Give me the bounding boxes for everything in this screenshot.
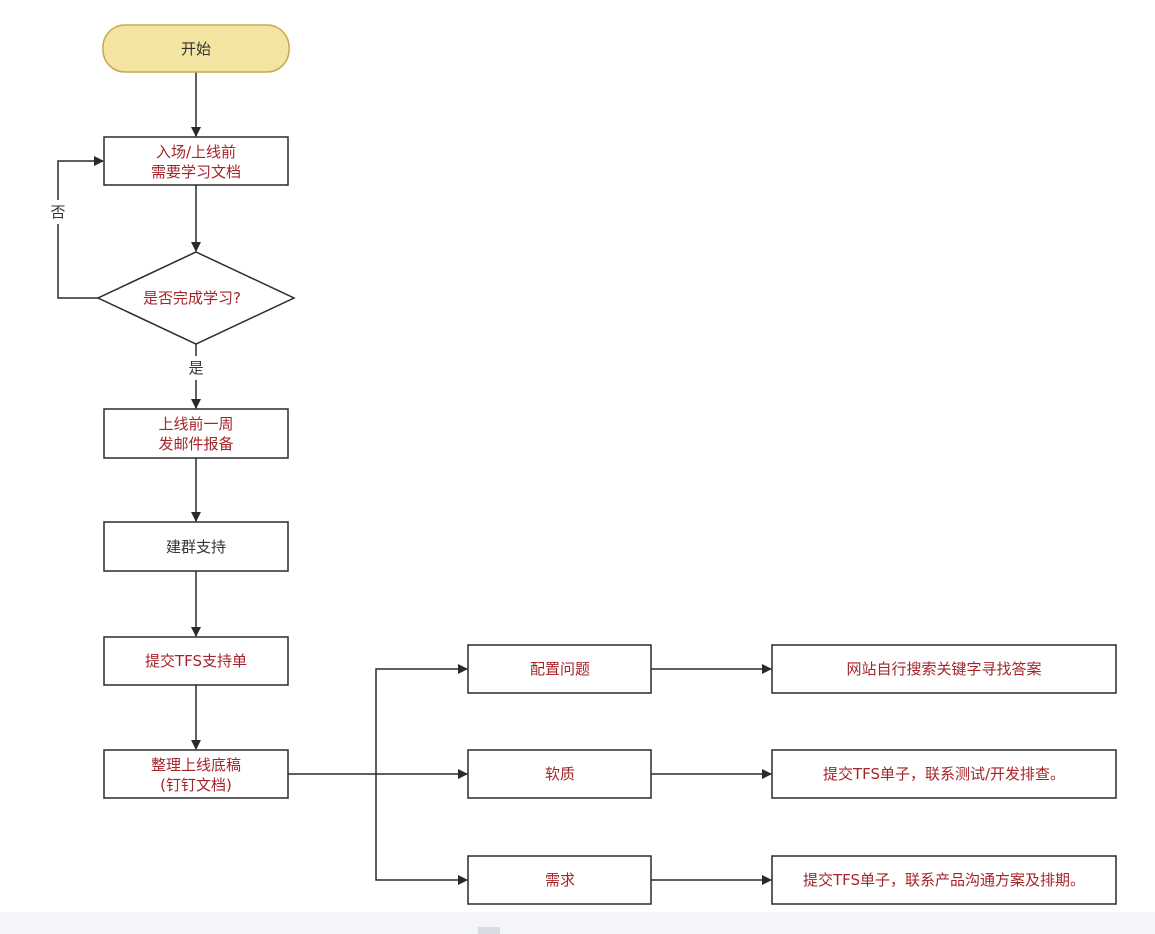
requirement-solution-node — [771, 855, 1117, 905]
quality-solution-node — [771, 749, 1117, 799]
edge-label-yes: 是 — [188, 359, 203, 377]
no-label-bg — [48, 200, 68, 224]
bottom-toolbar-strip — [0, 912, 1155, 934]
config-issue-label: 配置问题 — [530, 660, 590, 678]
study-docs-node — [103, 136, 289, 186]
start-node — [102, 24, 290, 73]
software-quality-label: 软质 — [545, 765, 575, 783]
edge-label-no: 否 — [50, 203, 65, 221]
requirement-node — [467, 855, 652, 905]
config-issue-node — [467, 644, 652, 694]
requirement-label: 需求 — [545, 871, 575, 889]
build-group-label: 建群支持 — [166, 538, 226, 556]
email-report-line-2: 发邮件报备 — [158, 435, 233, 453]
yes-label-bg — [185, 356, 207, 380]
bottom-toolbar-handle — [478, 927, 500, 934]
organize-draft-line-2: (钉钉文档) — [160, 776, 232, 794]
edges — [57, 72, 772, 885]
edge-branch-to-config — [375, 664, 468, 774]
build-group-node — [103, 521, 289, 572]
edge-branch-to-requirement — [375, 774, 468, 885]
software-quality-node — [467, 749, 652, 799]
edge-decision-no-loop — [57, 156, 104, 299]
config-solution-node — [771, 644, 1117, 694]
decision-node — [96, 251, 296, 345]
requirement-solution-label: 提交TFS单子，联系产品沟通方案及排期。 — [803, 871, 1085, 889]
config-solution-label: 网站自行搜索关键字寻找答案 — [846, 660, 1041, 678]
submit-tfs-label: 提交TFS支持单 — [145, 652, 247, 670]
email-report-node — [103, 408, 289, 459]
organize-draft-node — [103, 749, 289, 799]
email-report-line-1: 上线前一周 — [158, 415, 233, 433]
study-docs-line-1: 入场/上线前 — [156, 143, 236, 161]
quality-solution-label: 提交TFS单子，联系测试/开发排查。 — [823, 765, 1065, 783]
submit-tfs-node — [103, 636, 289, 686]
study-docs-line-2: 需要学习文档 — [151, 163, 241, 181]
start-label: 开始 — [181, 40, 211, 58]
organize-draft-line-1: 整理上线底稿 — [151, 756, 241, 774]
decision-label: 是否完成学习? — [143, 289, 241, 307]
